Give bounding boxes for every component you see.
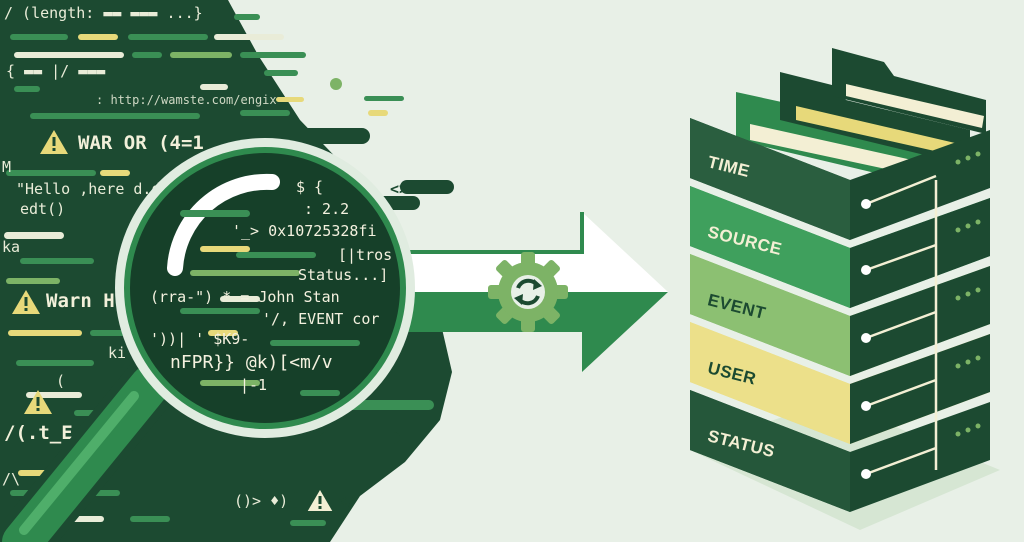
code-line: /\ [2, 470, 21, 488]
code-line: Warn H [46, 290, 115, 312]
db-layer-status [690, 390, 990, 512]
lens-line: (rra-") * = John Stan [150, 288, 340, 306]
connector-dots [861, 199, 871, 479]
lens-line: '/, EVENT cor [262, 310, 380, 328]
code-line: WAR OR (4=1 [78, 132, 204, 154]
server-indicator-dots [955, 151, 981, 437]
lens-line: $ { [296, 178, 324, 196]
code-line: "Hello ,here d.dr [16, 180, 170, 198]
lens-line: [|tros [338, 246, 393, 264]
lens-line: : 2.2 [304, 200, 350, 218]
folder-tabs [736, 48, 986, 186]
code-line: { ▬▬ |/ ▬▬▬ [6, 62, 106, 80]
db-layer-user [690, 322, 990, 444]
code-line: : http://wamste.com/engix [96, 93, 277, 107]
lens-line: |-1 [240, 376, 268, 394]
warning-icons [12, 130, 336, 513]
db-layer-time [690, 118, 990, 240]
code-symbol: ()> ♦) [234, 492, 289, 510]
code-line: edt() [20, 200, 66, 218]
code-symbol: <> [390, 180, 409, 198]
lens-line: nFPR}} @k)[<m/v [170, 352, 333, 373]
code-line: ki [108, 344, 127, 362]
code-line: M [2, 158, 12, 176]
code-symbol: </ [338, 492, 357, 510]
gear-sync-icon [488, 252, 568, 332]
lens-line: Status...] [298, 266, 389, 284]
db-layer-event [690, 254, 990, 376]
code-line: ( [56, 372, 66, 390]
connector-lines [865, 174, 938, 476]
code-line: ka [2, 238, 21, 256]
lens-line: '))| ' $K9- [150, 330, 250, 348]
lens-line: '_> 0x10725328fi [232, 222, 377, 240]
code-line: / (length: ▬▬ ▬▬▬ ...} [4, 4, 203, 22]
code-line: /(.t_E [4, 422, 73, 444]
db-layer-source [690, 186, 990, 308]
